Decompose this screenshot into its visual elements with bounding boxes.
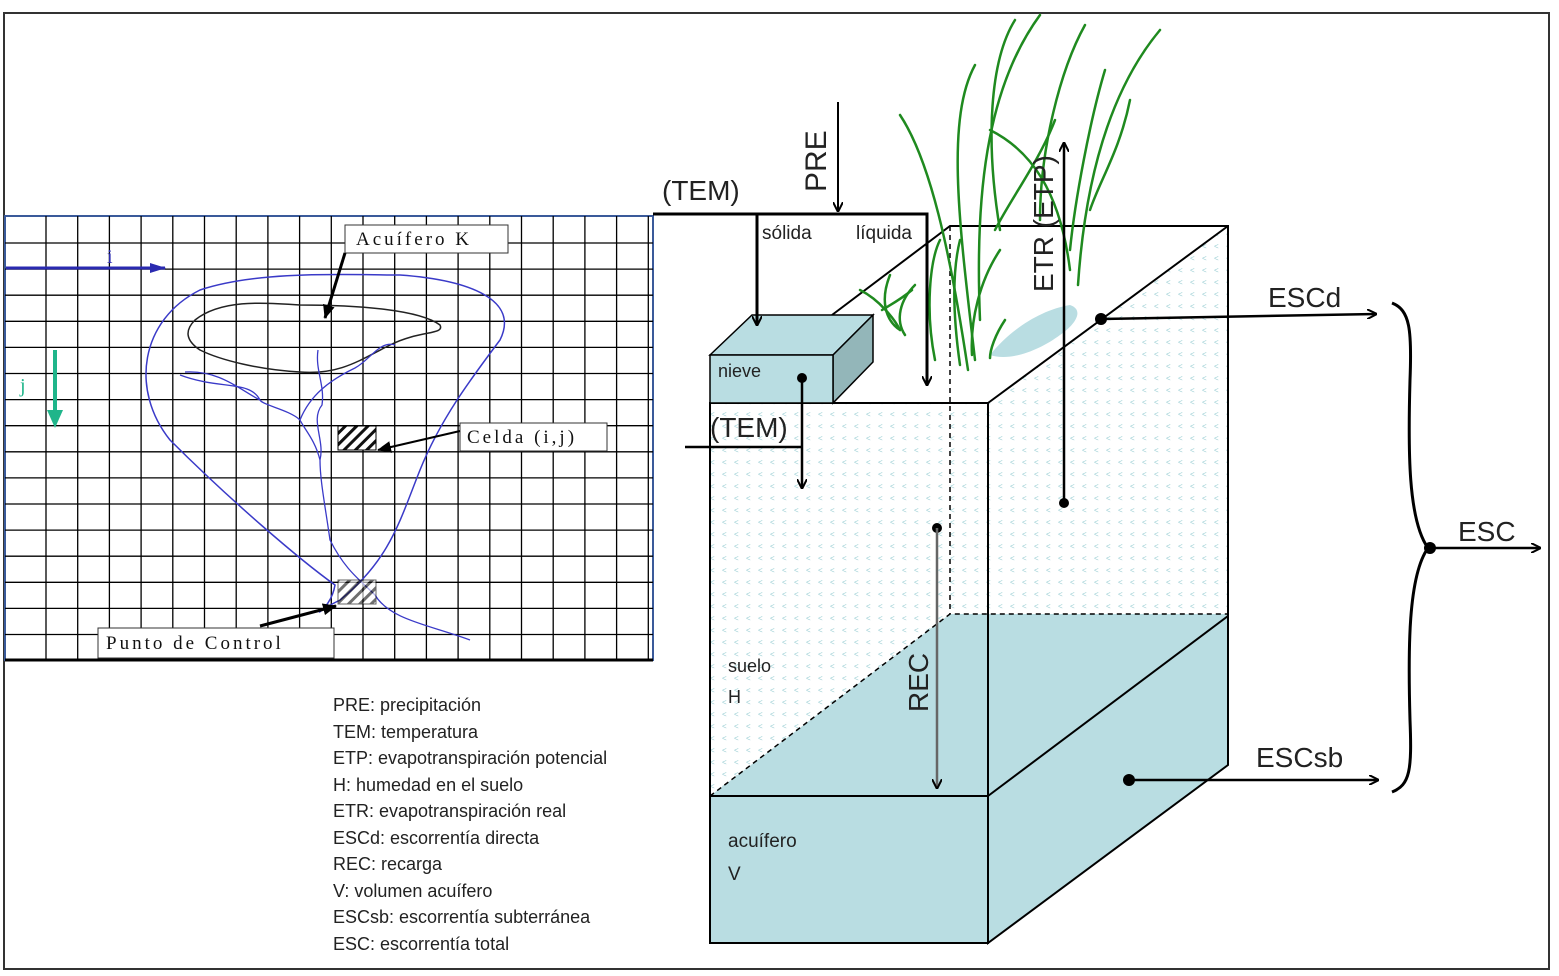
control-point-cell	[337, 579, 377, 605]
escd-label: ESCd	[1268, 282, 1341, 313]
control-callout: Punto de Control	[106, 633, 284, 654]
j-axis-label: j	[19, 375, 29, 397]
legend-item: ESCsb: escorrentía subterránea	[333, 907, 591, 927]
rec-label: REC	[903, 653, 934, 712]
j-arrowhead-icon	[47, 410, 63, 428]
cell-ij	[337, 425, 377, 451]
cell-callout-arrow	[377, 430, 461, 453]
esc-label: ESC	[1458, 516, 1516, 547]
aquifer-callout-box	[344, 224, 509, 254]
legend-item: ESCd: escorrentía directa	[333, 827, 540, 848]
aquifer-callout: Acuífero K	[356, 229, 472, 250]
cell-callout-box	[459, 422, 608, 452]
cell-callout: Celda (i,j)	[467, 427, 577, 448]
escsb-label: ESCsb	[1256, 742, 1343, 773]
liquid-precip-arrow	[653, 212, 927, 385]
legend-item: TEM: temperatura	[333, 721, 479, 742]
legend-item: ETR: evapotranspiración real	[333, 801, 567, 821]
aquifer-outline	[187, 302, 442, 374]
watershed-boundary	[145, 273, 506, 613]
legend-item: H: humedad en el suelo	[333, 774, 524, 795]
legend-item: ESC: escorrentía total	[333, 933, 510, 954]
soil-label: suelo	[728, 656, 771, 676]
i-axis-label: i	[107, 246, 116, 268]
soil-column	[709, 225, 1229, 945]
vegetation	[858, 13, 1162, 372]
aquifer-label: acuífero	[728, 831, 797, 852]
solid-label: sólida	[762, 223, 812, 244]
aquifer-callout-arrow	[323, 252, 347, 319]
soil-var-label: H	[728, 687, 741, 707]
sum-brace	[1391, 301, 1430, 794]
puddle	[990, 305, 1078, 358]
etr-label: ETR (ETP)	[1028, 155, 1059, 292]
tem-snow-label: (TEM)	[710, 412, 788, 443]
aquifer-var-label: V	[728, 864, 741, 885]
snow-label: nieve	[718, 361, 761, 381]
i-arrowhead-icon	[150, 263, 166, 273]
pre-label: PRE	[800, 130, 833, 192]
legend-item: REC: recarga	[333, 854, 443, 874]
control-callout-arrow	[259, 603, 337, 628]
river-network	[179, 343, 471, 641]
escd-arrow	[1100, 314, 1376, 321]
liquid-label: líquida	[856, 223, 912, 244]
legend-item: PRE: precipitación	[333, 695, 482, 715]
legend-item: V: volumen acuífero	[333, 880, 493, 901]
legend-item: ETP: evapotranspiración potencial	[333, 748, 608, 768]
control-callout-box	[97, 627, 335, 659]
tem-top-label: (TEM)	[662, 175, 740, 206]
snow-box	[708, 313, 875, 405]
